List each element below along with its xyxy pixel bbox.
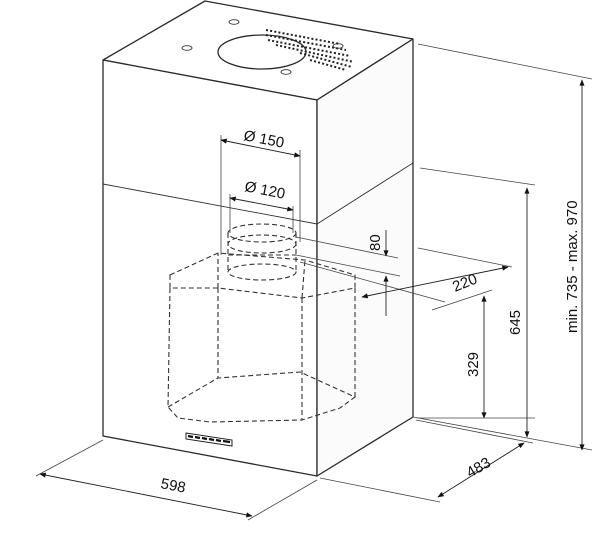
total-height-label: min. 735 - max. 970 [564,200,581,333]
dimension-total-height: min. 735 - max. 970 [412,43,593,451]
control-panel [185,432,233,447]
hood-front-face [102,59,318,477]
control-buttons [187,434,231,444]
outlet-height-label: 329 [465,352,482,377]
width-label: 598 [159,475,187,496]
top-details [181,19,355,75]
body-height-label: 645 [507,310,524,335]
depth-label: 483 [464,454,494,481]
vertical-offset-label: 80 [367,234,384,251]
screw-icon [181,45,193,51]
dimension-645: 645 [417,167,536,438]
hood-body [102,0,414,477]
screw-icon [280,69,292,75]
vent-slots [265,29,355,71]
dimension-598: 598 [35,439,318,521]
cover-seam [102,162,414,225]
hidden-motor-housing [167,223,357,423]
screw-icon [228,19,240,25]
dimension-329: 329 [431,289,493,419]
depth-offset-label: 220 [450,271,480,296]
